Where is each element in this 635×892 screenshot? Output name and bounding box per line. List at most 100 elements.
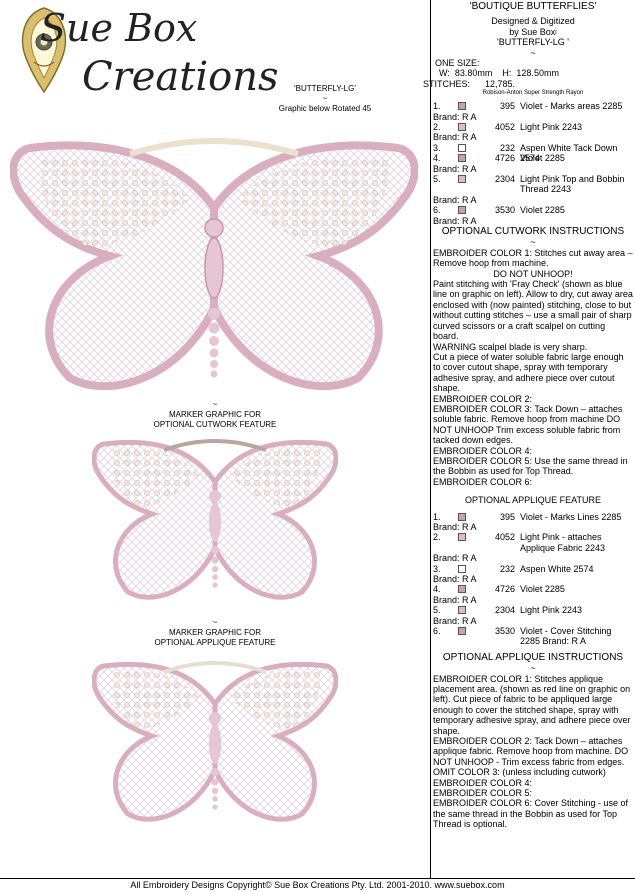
instruction-line: EMBROIDER COLOR 6: (433, 476, 533, 487)
instruction-line: EMBROIDER COLOR 6: Cover Stitching - use… (433, 798, 629, 830)
color-number: 3. (433, 142, 441, 153)
color-code: 395 (499, 101, 515, 112)
instruction-line: WARNING scalpel blade is very sharp. (433, 341, 588, 352)
color-brand: Brand: R A (433, 194, 477, 205)
butterfly-applique-marker-graphic (92, 661, 338, 822)
color-entry: 2. 4052 Light Pink - attaches Applique Fab… (433, 532, 633, 563)
size-block: ONE SIZE: W: 83.80mm H: 128.50mm STITCHE… (423, 58, 559, 89)
color-number: 3. (433, 563, 441, 574)
color-code: 3530 (494, 625, 515, 636)
cutwork-tilde: ~ (530, 237, 536, 248)
butterfly-large-graphic (10, 138, 418, 391)
applique-feature-title: OPTIONAL APPLIQUE FEATURE (464, 495, 602, 506)
color-description: Violet - Marks areas 2285 (520, 101, 623, 112)
color-brand: Brand: R A (433, 111, 477, 122)
color-swatch-icon (458, 512, 466, 521)
designed-by: Designed & Digitized (491, 16, 575, 27)
color-number: 4. (433, 584, 441, 595)
color-brand: Brand: R A (433, 163, 477, 174)
color-swatch-icon (458, 585, 466, 594)
designer-name: by Sue Boxʲ (509, 26, 557, 37)
color-description: Violet 2285 (520, 584, 565, 595)
color-swatch-icon (458, 564, 466, 573)
color-code: 3530 (494, 205, 515, 216)
color-number: 1. (433, 511, 441, 522)
color-code: 395 (499, 511, 515, 522)
color-description: Violet - Cover Stitching 2285 Brand: R A (520, 625, 612, 647)
color-swatch-icon (458, 123, 466, 132)
instruction-line: EMBROIDER COLOR 1: Stitches applique pla… (433, 673, 631, 736)
instruction-line: Paint stitching with 'Fray Check' (shown… (433, 279, 633, 342)
copyright-footer: All Embroidery Designs Copyright© Sue Bo… (130, 880, 505, 890)
color-code: 4052 (494, 532, 515, 543)
instruction-line: OMIT COLOR 3: (unless including cutwork) (433, 767, 606, 778)
color-brand: Brand: R A (433, 573, 477, 584)
color-description: Violet 2285 (520, 205, 565, 216)
color-code: 232 (499, 142, 515, 153)
color-swatch-icon (458, 154, 466, 163)
footer-rule (0, 878, 635, 879)
instruction-line: EMBROIDER COLOR 4: (433, 445, 533, 456)
instruction-line: EMBROIDER COLOR 5: Use the same thread i… (433, 455, 628, 477)
instruction-line: EMBROIDER COLOR 4: (433, 777, 533, 788)
cutwork-title: OPTIONAL CUTWORK INSTRUCTIONS (441, 226, 625, 238)
color-description: Violet - Marks Lines 2285 (520, 511, 622, 522)
color-number: 1. (433, 101, 441, 112)
butterfly-cutwork-marker-graphic (92, 439, 338, 600)
color-description: Light Pink Top and Bobbin Thread 2243 (520, 174, 625, 195)
color-number: 5. (433, 174, 441, 185)
color-description: Light Pink 2243 (520, 122, 583, 133)
instruction-line: DO NOT UNHOOP! (493, 268, 573, 279)
design-title: 'BOUTIQUE BUTTERFLIES' (469, 1, 597, 12)
color-entry: 5. 2304 Light Pink Top and Bobbin Thread 2… (433, 174, 633, 205)
applique-instructions: EMBROIDER COLOR 1: Stitches applique pla… (433, 674, 633, 830)
color-number: 6. (433, 205, 441, 216)
color-swatch-icon (458, 102, 466, 111)
marker-applique-caption: ~ MARKER GRAPHIC FOR OPTIONAL APPLIQUE F… (154, 618, 276, 647)
instructions-column: 'BOUTIQUE BUTTERFLIES' Designed & Digiti… (423, 0, 633, 830)
color-brand: Brand: R A (433, 215, 477, 226)
color-swatch-icon (458, 206, 466, 215)
instruction-line: Cut a piece of water soluble fabric larg… (433, 351, 624, 394)
color-brand: Brand: R A (433, 594, 477, 605)
color-description: Light Pink 2243 (520, 605, 583, 616)
design-code-caption: 'BUTTERFLY-LG' ~ Graphic below Rotated 4… (278, 84, 372, 113)
thread-brand-note: Robison-Anton Super Strength Rayon (482, 90, 584, 97)
color-brand: Brand: R A (433, 132, 477, 143)
instruction-line: EMBROIDER COLOR 5: (433, 788, 533, 799)
color-number: 4. (433, 153, 441, 164)
color-number: 2. (433, 532, 441, 543)
color-description: Light Pink - attaches Applique Fabric 22… (520, 532, 606, 553)
graphics-column: Sue Box Creations 'BUTTERFLY-LG' ~ Graph… (10, 6, 418, 822)
color-code: 4726 (494, 584, 515, 595)
color-code: 2304 (494, 174, 515, 185)
logo-emblem-icon (21, 7, 67, 94)
color-code: 232 (499, 563, 515, 574)
color-code: 2304 (494, 605, 515, 616)
color-description: Aspen White 2574 (520, 563, 594, 574)
instruction-line: EMBROIDER COLOR 1: Stitches cut away are… (433, 247, 633, 269)
marker-cutwork-caption: ~ MARKER GRAPHIC FOR OPTIONAL CUTWORK FE… (153, 400, 277, 429)
color-brand: Brand: R A (433, 553, 477, 564)
color-brand: Brand: R A (433, 521, 477, 532)
cutwork-instructions: EMBROIDER COLOR 1: Stitches cut away are… (433, 248, 633, 487)
color-code: 4052 (494, 122, 515, 133)
applique-title: OPTIONAL APPLIQUE INSTRUCTIONS (442, 651, 624, 663)
column-divider (430, 0, 431, 878)
logo-line1: Sue Box (40, 6, 198, 50)
design-code: 'BUTTERFLY-LG ' (497, 37, 569, 48)
color-brand: Brand: R A (433, 615, 477, 626)
color-swatch-icon (458, 606, 466, 615)
instruction-line: EMBROIDER COLOR 2: (433, 393, 533, 404)
